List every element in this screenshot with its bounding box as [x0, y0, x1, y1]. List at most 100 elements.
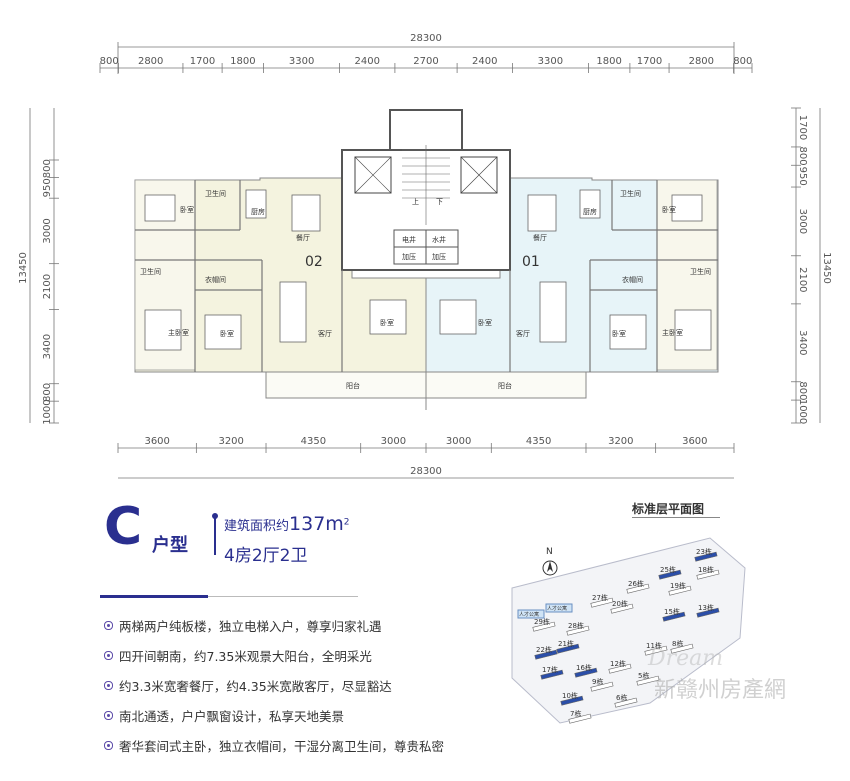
site-building-label: 23栋: [696, 547, 712, 556]
north-arrow-icon: [542, 560, 558, 576]
site-boundary: [511, 537, 746, 724]
top-segment-dim: 800: [733, 56, 752, 67]
site-building-label: 29栋: [534, 617, 550, 626]
site-building-label: 17栋: [542, 665, 558, 674]
top-segment-dim: 1700: [637, 56, 662, 67]
site-building: [614, 697, 638, 708]
u01-bathroom-2: 卫生间: [690, 267, 711, 276]
left-total-dim: 13450: [18, 252, 29, 284]
site-building-label: 9栋: [592, 677, 603, 686]
left-segment-dim: 3400: [42, 334, 53, 359]
feature-text: 约3.3米宽奢餐厅，约4.35米宽敞客厅，尽显豁达: [119, 679, 392, 694]
watermark-en: Dream: [648, 646, 724, 671]
right-segment-dim: 800: [797, 147, 808, 166]
left-segment-dim: 1000: [42, 399, 53, 424]
unit-letter: C: [104, 497, 143, 557]
top-segment-dim: 2400: [472, 56, 497, 67]
bottom-segment-dim: 3200: [608, 436, 633, 447]
u01-dining: 餐厅: [533, 233, 547, 242]
right-segment-dim: 1700: [797, 115, 808, 140]
pressure-label-right: 加压: [432, 252, 446, 261]
bottom-segment-dim: 3600: [144, 436, 169, 447]
feature-item: 两梯两户纯板楼，独立电梯入户，尊享归家礼遇: [104, 618, 444, 648]
site-building: [668, 585, 692, 596]
right-segment-dim: 950: [797, 167, 808, 186]
site-building: [696, 607, 720, 618]
north-label: N: [546, 547, 553, 557]
bullet-icon: [104, 711, 113, 720]
top-dimension: [100, 42, 752, 74]
area-prefix: 建筑面积约: [224, 519, 290, 534]
site-building-label: 21栋: [558, 639, 574, 648]
site-building-label: 18栋: [698, 565, 714, 574]
site-plan-title-underline: [632, 517, 720, 518]
watermark-zh: 新赣州房產網: [654, 678, 787, 703]
u01-bathroom-1: 卫生间: [620, 189, 641, 198]
balcony-label-02: 阳台: [346, 381, 360, 390]
right-segment-dim: 800: [797, 381, 808, 400]
site-building-label: 12栋: [610, 659, 626, 668]
bullet-icon: [104, 651, 113, 660]
entrance-label-1: 人才公寓: [519, 611, 539, 618]
top-segment-dim: 2700: [413, 56, 438, 67]
top-segment-dim: 1700: [190, 56, 215, 67]
site-building: [560, 695, 584, 706]
rooms-line: 4房2厅2卫: [224, 546, 308, 566]
u02-bedroom-2: 卧室: [220, 329, 234, 338]
site-building: [532, 621, 556, 632]
site-building-label: 16栋: [576, 663, 592, 672]
site-building: [568, 713, 592, 724]
unit-type-block: C 户型 建筑面积约137m2 4房2厅2卫: [100, 501, 360, 585]
top-segment-dim: 2800: [689, 56, 714, 67]
site-building: [636, 675, 660, 686]
bottom-total-dim: 28300: [410, 466, 442, 477]
left-segment-dim: 950: [42, 178, 53, 197]
bottom-segment-dim: 3000: [381, 436, 406, 447]
bottom-segment-dim: 3200: [218, 436, 243, 447]
site-building-label: 5栋: [638, 671, 649, 680]
entrance-box-1: [517, 609, 545, 619]
area-sup: 2: [343, 517, 350, 528]
top-segment-dim: 1800: [596, 56, 621, 67]
feature-item: 约3.3米宽奢餐厅，约4.35米宽敞客厅，尽显豁达: [104, 678, 444, 708]
stair-bay: [389, 109, 463, 150]
top-segment-dim: 2800: [138, 56, 163, 67]
u01-kitchen: 厨房: [583, 207, 597, 216]
elec-well-label: 电井: [402, 235, 416, 244]
unit-01-number: 01: [522, 254, 540, 270]
feature-text: 两梯两户纯板楼，独立电梯入户，尊享归家礼遇: [119, 619, 382, 634]
top-segment-dim: 2400: [355, 56, 380, 67]
u01-bedroom-2: 卧室: [612, 329, 626, 338]
site-building-label: 20栋: [612, 599, 628, 608]
stair-up-label: 上: [412, 197, 419, 206]
area-line: 建筑面积约137m2: [224, 513, 350, 535]
site-plan-title: 标准层平面图: [632, 502, 705, 516]
site-building-label: 6栋: [616, 693, 627, 702]
bottom-segment-dim: 3000: [446, 436, 471, 447]
site-building: [534, 649, 558, 660]
bottom-segment-dim: 4350: [526, 436, 551, 447]
pressure-label-left: 加压: [402, 252, 416, 261]
feature-item: 奢华套间式主卧，独立衣帽间，干湿分离卫生间，尊贵私密: [104, 738, 444, 768]
left-segment-dim: 800: [42, 383, 53, 402]
u02-living: 客厅: [318, 329, 332, 338]
site-building: [590, 681, 614, 692]
bullet-icon: [104, 621, 113, 630]
area-value: 137: [289, 513, 326, 535]
furniture: [144, 189, 712, 351]
site-building-label: 8栋: [672, 639, 683, 648]
feature-text: 四开间朝南，约7.35米观景大阳台，全明采光: [119, 649, 372, 664]
u02-cloakroom: 衣帽间: [205, 275, 226, 284]
site-building: [566, 625, 590, 636]
right-segment-dim: 2100: [797, 267, 808, 292]
top-segment-dim: 1800: [230, 56, 255, 67]
top-segment-dim: 3300: [289, 56, 314, 67]
site-building: [658, 569, 682, 580]
divider-line: [208, 596, 358, 597]
site-building: [644, 645, 668, 656]
stair-treads: [402, 145, 450, 225]
bottom-segment-dim: 3600: [682, 436, 707, 447]
